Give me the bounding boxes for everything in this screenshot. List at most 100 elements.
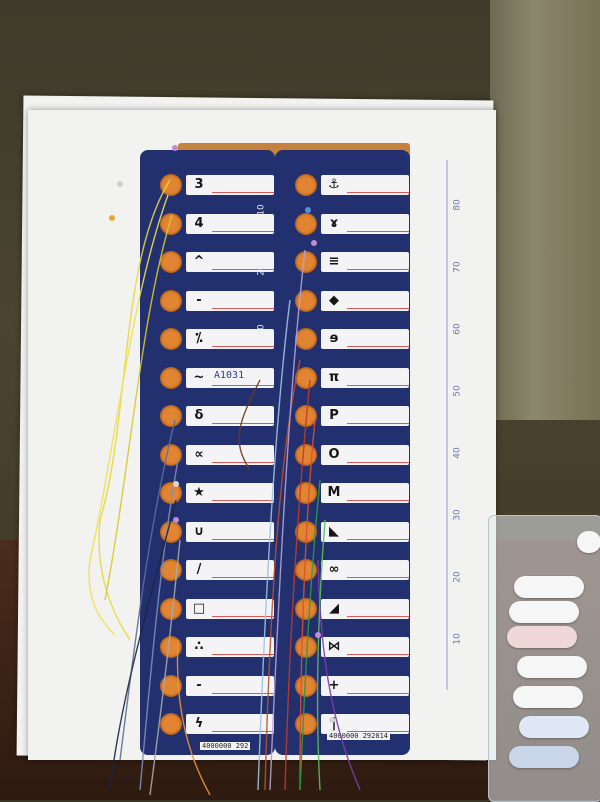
symbol-text: O: [328, 446, 340, 462]
symbol-text: ≡: [328, 254, 340, 269]
symbol-label: ◣: [321, 521, 409, 542]
label-guide-line: [347, 384, 409, 386]
symbol-text: δ: [194, 408, 204, 423]
symbol-text: |: [331, 716, 337, 731]
symbol-label: ★: [186, 483, 274, 503]
floss-hole: [295, 251, 317, 273]
thread-blue-1: [119, 419, 176, 761]
right-slot: ⚓: [295, 172, 410, 200]
label-guide-line: [212, 500, 274, 501]
symbol-text: ⚓: [328, 177, 340, 192]
floss-hole: [295, 597, 317, 620]
symbol-label: P: [321, 406, 409, 426]
symbol-text: π: [328, 369, 340, 385]
symbol-text: ^: [193, 254, 205, 269]
label-guide-line: [347, 192, 409, 193]
symbol-label: |: [321, 714, 409, 734]
label-guide-line: [347, 654, 409, 655]
left-slot: δ: [160, 403, 275, 431]
symbol-label: ϟ: [186, 714, 274, 734]
floss-hole: [160, 289, 182, 312]
label-guide-line: [347, 269, 409, 270]
left-slot: -: [160, 288, 275, 316]
left-slot: ⁒: [160, 326, 275, 354]
symbol-label: ⁒: [186, 329, 274, 349]
floss-hole: [295, 328, 317, 350]
right-slot: ɤ: [295, 211, 410, 239]
symbol-text: ~: [193, 369, 205, 385]
thread-lightblue: [257, 299, 291, 791]
symbol-text: ɤ: [329, 215, 339, 231]
label-guide-line: [212, 731, 274, 732]
label-guide-line: [347, 230, 409, 232]
floss-hole: [160, 366, 182, 389]
symbol-text: ◆: [329, 292, 339, 308]
thread-copper: [264, 359, 301, 791]
label-guide-line: [347, 577, 409, 578]
left-slot: ~A1031: [160, 365, 275, 393]
right-slot: +: [295, 673, 410, 701]
floss-hole: [160, 482, 182, 504]
symbol-label: ◢: [321, 598, 409, 619]
left-slot: ★: [160, 480, 275, 508]
right-slot: ≡: [295, 249, 410, 277]
bobbin: [517, 656, 587, 678]
label-guide-line: [212, 538, 274, 540]
thread-yellow-2: [88, 194, 169, 636]
symbol-label: /: [186, 560, 274, 580]
thread-orange: [176, 639, 211, 796]
label-guide-line: [347, 307, 409, 309]
left-slot: ∪: [160, 519, 275, 547]
left-slot: 4: [160, 211, 275, 239]
floss-hole: [295, 636, 317, 658]
symbol-label: 3: [186, 175, 274, 195]
left-slot: ϟ: [160, 711, 275, 739]
floss-hole: [160, 713, 182, 735]
symbol-text: ⋈: [327, 639, 341, 654]
label-guide-line: [212, 615, 274, 617]
bobbin: [513, 686, 583, 708]
symbol-label: ∝: [186, 444, 274, 465]
symbol-label: ~A1031: [186, 367, 274, 388]
pins: [109, 145, 335, 723]
symbol-label: ɘ: [321, 329, 409, 349]
symbol-text: ∪: [193, 523, 205, 539]
symbol-label: ∴: [186, 637, 274, 657]
thread-blue-2: [139, 459, 179, 791]
floss-hole: [160, 597, 182, 620]
bobbin: [577, 531, 600, 553]
symbol-text: /: [196, 562, 202, 577]
label-guide-line: [212, 654, 274, 655]
right-slot: π: [295, 365, 410, 393]
floss-hole: [295, 174, 317, 196]
left-slot: □: [160, 596, 275, 624]
right-slot: ◢: [295, 596, 410, 624]
floss-hole: [295, 212, 317, 235]
symbol-text: ϟ: [194, 716, 204, 731]
bobbin: [507, 626, 577, 648]
symbol-text: M: [327, 485, 341, 500]
left-slot: 3: [160, 172, 275, 200]
bobbin: [509, 601, 579, 623]
floss-hole: [160, 174, 182, 196]
symbol-text: ∞: [328, 562, 340, 577]
curtain: [490, 0, 600, 420]
symbol-label: δ: [186, 406, 274, 426]
symbol-text: P: [329, 408, 339, 423]
symbol-text: 4: [194, 215, 204, 231]
barcode-left: 4000000 292: [200, 742, 251, 750]
thread-grey: [149, 539, 181, 796]
floss-hole: [160, 251, 182, 273]
symbol-label: ^: [186, 252, 274, 272]
symbol-label: M: [321, 483, 409, 503]
label-guide-line: [212, 423, 274, 424]
symbol-text: ɘ: [329, 331, 339, 346]
left-slot: -: [160, 673, 275, 701]
symbol-label: ⚓: [321, 175, 409, 195]
symbol-text: □: [192, 600, 206, 616]
symbol-label: +: [321, 675, 409, 696]
symbol-label: π: [321, 367, 409, 388]
floss-bobbin-box: [488, 515, 600, 802]
symbol-label: ◆: [321, 290, 409, 311]
symbol-label: -: [186, 290, 274, 311]
